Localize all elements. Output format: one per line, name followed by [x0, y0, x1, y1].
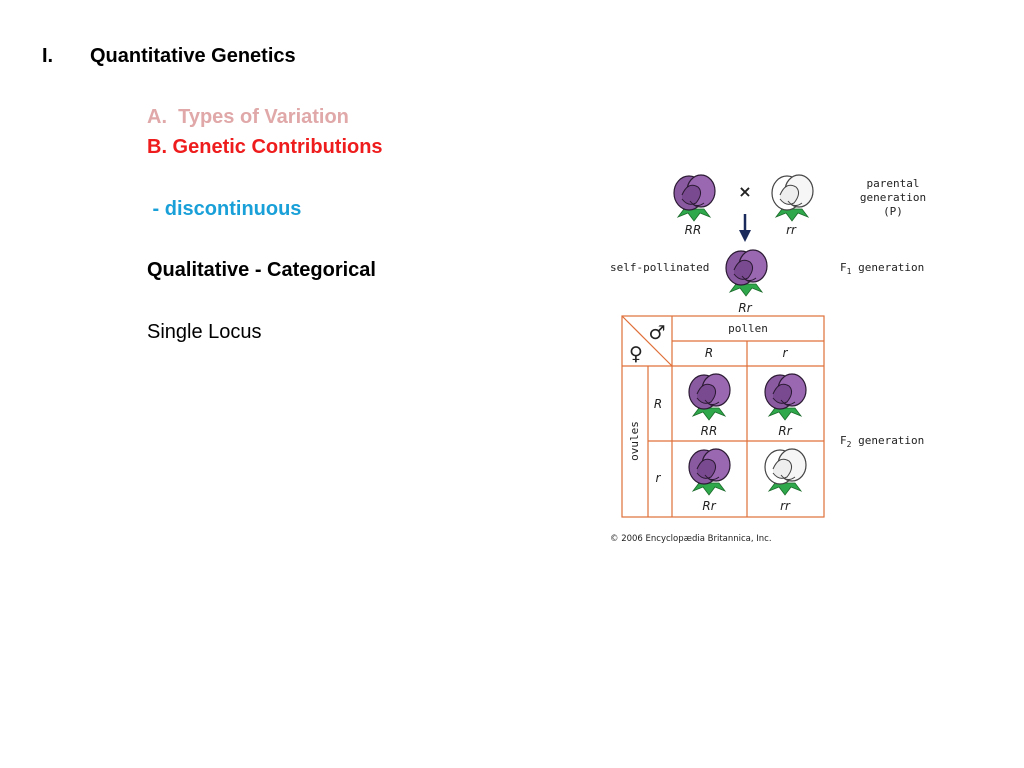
cell-Rr-top-genotype: Rr — [778, 424, 792, 438]
item-types-of-variation: A. Types of Variation — [147, 106, 349, 128]
parent-right-genotype: rr — [786, 223, 797, 237]
cell-RR-flower — [688, 373, 731, 421]
female-symbol-icon: ♀ — [629, 343, 643, 365]
cell-Rr-bottom-genotype: Rr — [702, 499, 716, 513]
pollen-allele-R: R — [705, 346, 713, 360]
heading-number: I. — [42, 45, 54, 67]
down-arrow-icon — [739, 214, 751, 242]
f1-genotype: Rr — [738, 301, 752, 315]
parent-purple-flower — [673, 174, 716, 222]
cell-rr-flower — [764, 448, 807, 496]
cross-symbol: × — [738, 182, 751, 201]
pollen-label: pollen — [728, 322, 768, 335]
self-pollinated-label: self-pollinated — [610, 261, 709, 274]
parent-white-flower — [771, 174, 814, 222]
ovule-allele-R: R — [654, 397, 662, 411]
parental-label-line3: (P) — [883, 205, 903, 218]
parental-label-line1: parental — [867, 177, 920, 190]
single-locus: Single Locus — [147, 321, 262, 343]
cell-RR-genotype: RR — [701, 424, 718, 438]
f1-purple-flower — [725, 249, 768, 297]
ovules-label: ovules — [628, 421, 641, 461]
bullet-discontinuous: - discontinuous — [147, 198, 302, 220]
parent-left-genotype: RR — [685, 223, 702, 237]
f2-generation-label: F2 generation — [840, 434, 924, 449]
ovule-allele-r: r — [656, 471, 662, 485]
punnett-grid — [621, 315, 825, 518]
item-genetic-contributions: B. Genetic Contributions — [147, 136, 383, 158]
pollen-allele-r: r — [783, 346, 789, 360]
slide-heading: Quantitative Genetics — [90, 45, 296, 67]
copyright-notice: © 2006 Encyclopædia Britannica, Inc. — [610, 534, 772, 544]
f1-generation-label: F1 generation — [840, 261, 924, 276]
qualitative-categorical: Qualitative - Categorical — [147, 259, 376, 281]
cell-Rr-top-flower — [764, 373, 807, 421]
cell-rr-genotype: rr — [780, 499, 791, 513]
cell-Rr-bottom-flower — [688, 448, 731, 496]
male-symbol-icon: ♂ — [648, 322, 665, 344]
parental-label-line2: generation — [860, 191, 926, 204]
